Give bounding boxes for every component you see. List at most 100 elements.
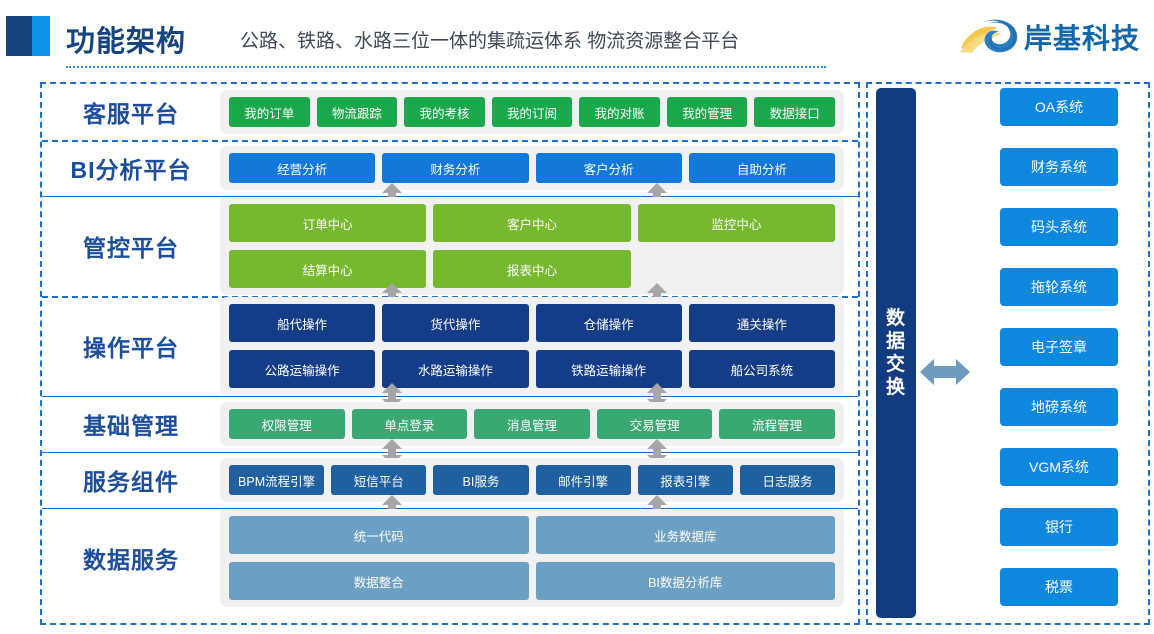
layer-separator xyxy=(42,396,858,397)
module-chip[interactable]: 通关操作 xyxy=(688,304,835,342)
wave-circle-logo-icon xyxy=(960,19,1018,53)
layer-label: 操作平台 xyxy=(83,335,179,361)
layer-label: 管控平台 xyxy=(83,235,179,261)
layer-row: BI分析平台 经营分析财务分析客户分析自助分析 xyxy=(42,140,858,196)
module-chip[interactable]: 业务数据库 xyxy=(535,516,835,554)
module-chip[interactable]: 经营分析 xyxy=(229,153,376,183)
external-system-chip[interactable]: 银行 xyxy=(1000,508,1118,546)
module-chip[interactable]: 消息管理 xyxy=(474,409,590,439)
module-chip[interactable]: 船公司系统 xyxy=(688,350,835,388)
page-header: 功能架构 公路、铁路、水路三位一体的集疏运体系 物流资源整合平台 岸基科技 xyxy=(0,0,1154,68)
module-chip[interactable]: 监控中心 xyxy=(637,204,835,242)
external-system-chip[interactable]: 拖轮系统 xyxy=(1000,268,1118,306)
layer-row: 操作平台船代操作货代操作仓储操作通关操作公路运输操作水路运输操作铁路运输操作船公… xyxy=(42,296,858,396)
external-system-chip[interactable]: 税票 xyxy=(1000,568,1118,606)
platform-architecture-panel: 客服平台 我的订单物流跟踪我的考核我的订阅我的对账我的管理数据接口 BI分析平台 经营… xyxy=(40,82,860,625)
header-divider xyxy=(66,66,826,68)
layer-modules: 船代操作货代操作仓储操作通关操作公路运输操作水路运输操作铁路运输操作船公司系统 xyxy=(220,297,844,395)
header-accent-bar-light xyxy=(32,16,50,56)
external-system-chip[interactable]: 码头系统 xyxy=(1000,208,1118,246)
data-exchange-char: 交 xyxy=(885,354,906,375)
module-chip[interactable]: 货代操作 xyxy=(382,304,529,342)
module-chip[interactable]: 自助分析 xyxy=(688,153,835,183)
module-chip[interactable]: 流程管理 xyxy=(719,409,835,439)
layer-label: 数据服务 xyxy=(83,547,179,573)
module-chip[interactable]: 水路运输操作 xyxy=(382,350,529,388)
module-chip[interactable]: 财务分析 xyxy=(382,153,529,183)
module-chip[interactable]: 订单中心 xyxy=(229,204,427,242)
module-chip[interactable]: 邮件引擎 xyxy=(535,465,631,495)
module-line: 统一代码业务数据库 xyxy=(229,516,835,554)
module-line: 经营分析财务分析客户分析自助分析 xyxy=(229,153,835,183)
page-title: 功能架构 xyxy=(66,26,187,58)
layer-label: 基础管理 xyxy=(83,413,179,439)
layer-separator xyxy=(42,508,858,509)
layer-modules: 权限管理单点登录消息管理交易管理流程管理 xyxy=(220,402,844,446)
external-system-chip[interactable]: VGM系统 xyxy=(1000,448,1118,486)
module-chip[interactable]: 统一代码 xyxy=(229,516,529,554)
external-system-list: OA系统财务系统码头系统拖轮系统电子签章地磅系统 VGM系统银行税票 xyxy=(974,88,1144,628)
module-chip[interactable]: 报表中心 xyxy=(433,250,631,288)
module-chip[interactable]: BI数据分析库 xyxy=(535,562,835,600)
module-chip[interactable]: BI服务 xyxy=(433,465,529,495)
layer-modules: 订单中心客户中心监控中心结算中心报表中心 xyxy=(220,197,844,295)
data-exchange-char: 换 xyxy=(885,377,906,399)
external-system-chip[interactable]: OA系统 xyxy=(1000,88,1118,126)
layer-row: 客服平台 我的订单物流跟踪我的考核我的订阅我的对账我的管理数据接口 xyxy=(42,84,858,140)
module-chip[interactable]: 交易管理 xyxy=(596,409,713,439)
layer-modules: 我的订单物流跟踪我的考核我的订阅我的对账我的管理数据接口 xyxy=(220,90,844,134)
data-exchange-char: 数 xyxy=(885,307,906,329)
module-line: 公路运输操作水路运输操作铁路运输操作船公司系统 xyxy=(229,350,835,388)
module-line: 船代操作货代操作仓储操作通关操作 xyxy=(229,304,835,342)
module-chip[interactable]: 短信平台 xyxy=(331,465,427,495)
module-chip[interactable]: 结算中心 xyxy=(229,250,427,288)
double-headed-horizontal-arrow-icon xyxy=(920,359,970,385)
module-chip[interactable]: BPM流程引擎 xyxy=(229,465,325,495)
module-chip[interactable]: 日志服务 xyxy=(739,465,836,495)
module-chip[interactable]: 我的订阅 xyxy=(491,97,573,127)
module-chip[interactable]: 我的管理 xyxy=(666,97,748,127)
external-system-chip[interactable]: 地磅系统 xyxy=(1000,388,1118,426)
module-chip[interactable]: 公路运输操作 xyxy=(229,350,376,388)
company-logo: 岸基科技 xyxy=(958,12,1146,58)
module-line: 结算中心报表中心 xyxy=(229,250,835,288)
module-line: 我的订单物流跟踪我的考核我的订阅我的对账我的管理数据接口 xyxy=(229,97,836,127)
layer-label: BI分析平台 xyxy=(70,157,192,183)
module-chip[interactable]: 客户分析 xyxy=(535,153,682,183)
external-system-chip[interactable]: 财务系统 xyxy=(1000,148,1118,186)
page-subtitle: 公路、铁路、水路三位一体的集疏运体系 物流资源整合平台 xyxy=(240,31,740,52)
data-exchange-char: 据 xyxy=(885,330,906,352)
module-chip[interactable]: 我的考核 xyxy=(404,97,485,127)
layer-separator xyxy=(42,452,858,453)
module-chip[interactable]: 客户中心 xyxy=(433,204,631,242)
header-accent-bar-dark xyxy=(6,16,32,56)
module-line: 权限管理单点登录消息管理交易管理流程管理 xyxy=(229,409,835,439)
module-chip[interactable]: 数据接口 xyxy=(754,97,836,127)
external-system-chip[interactable]: 电子签章 xyxy=(1000,328,1118,366)
module-chip[interactable]: 物流跟踪 xyxy=(316,97,398,127)
layer-row: 基础管理 权限管理单点登录消息管理交易管理流程管理 xyxy=(42,396,858,452)
data-exchange-bar: 数据交换 xyxy=(876,88,916,618)
module-line: 订单中心客户中心监控中心 xyxy=(229,204,835,242)
module-chip[interactable]: 船代操作 xyxy=(229,304,376,342)
module-chip[interactable]: 报表引擎 xyxy=(637,465,733,495)
module-chip[interactable]: 数据整合 xyxy=(229,562,529,600)
layer-label: 客服平台 xyxy=(83,101,179,127)
module-chip[interactable]: 单点登录 xyxy=(351,409,468,439)
module-chip[interactable]: 铁路运输操作 xyxy=(535,350,682,388)
layer-modules: 经营分析财务分析客户分析自助分析 xyxy=(220,146,844,190)
module-chip[interactable]: 我的对账 xyxy=(579,97,660,127)
layer-row: 管控平台订单中心客户中心监控中心结算中心报表中心 xyxy=(42,196,858,296)
module-chip[interactable]: 我的订单 xyxy=(229,97,310,127)
layer-separator xyxy=(42,196,858,197)
layer-label: 服务组件 xyxy=(83,469,179,495)
layer-separator xyxy=(42,140,858,142)
module-chip[interactable]: 权限管理 xyxy=(229,409,345,439)
module-chip[interactable]: 仓储操作 xyxy=(535,304,682,342)
